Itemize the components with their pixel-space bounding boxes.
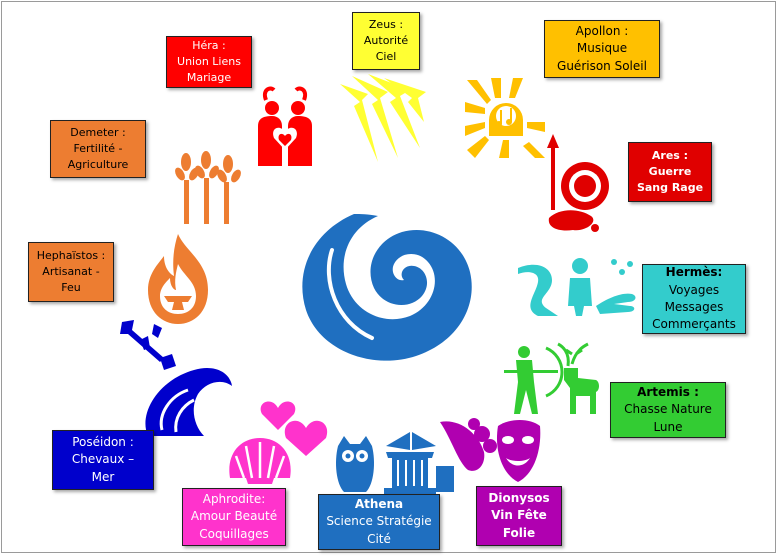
card-title: Apollon : (575, 23, 629, 38)
sun-lyre-icon (465, 78, 545, 158)
owl-column-book-icon (336, 432, 454, 495)
card-hera: Héra : Union Liens Mariage (166, 36, 252, 88)
card-line: Vin Fête (491, 508, 547, 523)
traveller-hand-icon (518, 258, 636, 316)
wheat-icon (175, 151, 241, 224)
card-line: Ciel (375, 49, 397, 63)
card-hermes: Hermès: Voyages Messages Commerçants (642, 264, 746, 334)
card-line: Amour Beauté (190, 509, 278, 524)
card-demeter: Demeter : Fertilité - Agriculture (50, 120, 146, 178)
card-line: Autorité (363, 34, 409, 48)
card-line: Messages (664, 300, 724, 314)
card-line: Chevaux – (71, 452, 135, 467)
card-line: Feu (61, 280, 81, 294)
card-title: Poséidon : (72, 434, 134, 449)
card-hephaistos: Hephaïstos : Artisanat - Feu (28, 242, 114, 302)
card-line: Chasse Nature (624, 402, 712, 417)
card-line: Cité (367, 531, 391, 546)
card-artemis: Artemis : Chasse Nature Lune (610, 382, 726, 438)
card-line: Agriculture (67, 157, 129, 171)
card-apollon: Apollon : Musique Guérison Soleil (544, 20, 660, 78)
couple-heart-icon (258, 86, 312, 166)
shell-hearts-icon (229, 401, 328, 484)
card-athena: Athena Science Stratégie Cité (318, 494, 440, 550)
card-line: Artisanat - (42, 265, 100, 279)
card-title: Héra : (192, 39, 226, 53)
trident-wave-icon (120, 320, 232, 436)
card-line: Coquillages (199, 526, 269, 541)
card-title: Aphrodite: (202, 491, 266, 506)
card-line: Mariage (186, 70, 232, 84)
card-line: Voyages (668, 282, 720, 297)
card-dionysos: Dionysos Vin Fête Folie (476, 486, 562, 546)
card-title: Hephaïstos : (36, 249, 106, 263)
card-line: Guerre (648, 165, 692, 179)
card-title: Dionysos (488, 490, 550, 505)
card-line: Science Stratégie (326, 514, 432, 529)
cornucopia-mask-icon (440, 418, 541, 482)
card-aphrodite: Aphrodite: Amour Beauté Coquillages (182, 488, 286, 546)
card-line: Lune (653, 419, 683, 434)
card-title: Zeus : (368, 18, 404, 32)
archer-deer-icon (504, 342, 599, 414)
card-line: Union Liens (177, 55, 241, 69)
card-zeus: Zeus : Autorité Ciel (352, 12, 420, 70)
card-title: Demeter : (70, 126, 126, 140)
card-title: Athena (354, 496, 404, 511)
card-line: Fertilité - (73, 142, 123, 156)
spear-shield-blood-icon (547, 134, 609, 232)
card-line: Sang Rage (636, 180, 704, 194)
card-title: Artemis : (637, 384, 699, 399)
spiral-wave-icon (302, 214, 472, 361)
anvil-flame-icon (148, 234, 208, 324)
card-line: Commerçants (652, 317, 736, 332)
card-poseidon: Poséidon : Chevaux – Mer (52, 430, 154, 490)
card-title: Hermès: (665, 265, 723, 280)
card-ares: Ares : Guerre Sang Rage (628, 142, 712, 202)
card-line: Folie (502, 525, 536, 540)
lightning-bolts-icon (340, 74, 426, 162)
card-title: Ares : (651, 149, 689, 163)
card-line: Musique (576, 41, 628, 56)
card-line: Guérison Soleil (557, 58, 647, 73)
card-line: Mer (91, 469, 115, 484)
